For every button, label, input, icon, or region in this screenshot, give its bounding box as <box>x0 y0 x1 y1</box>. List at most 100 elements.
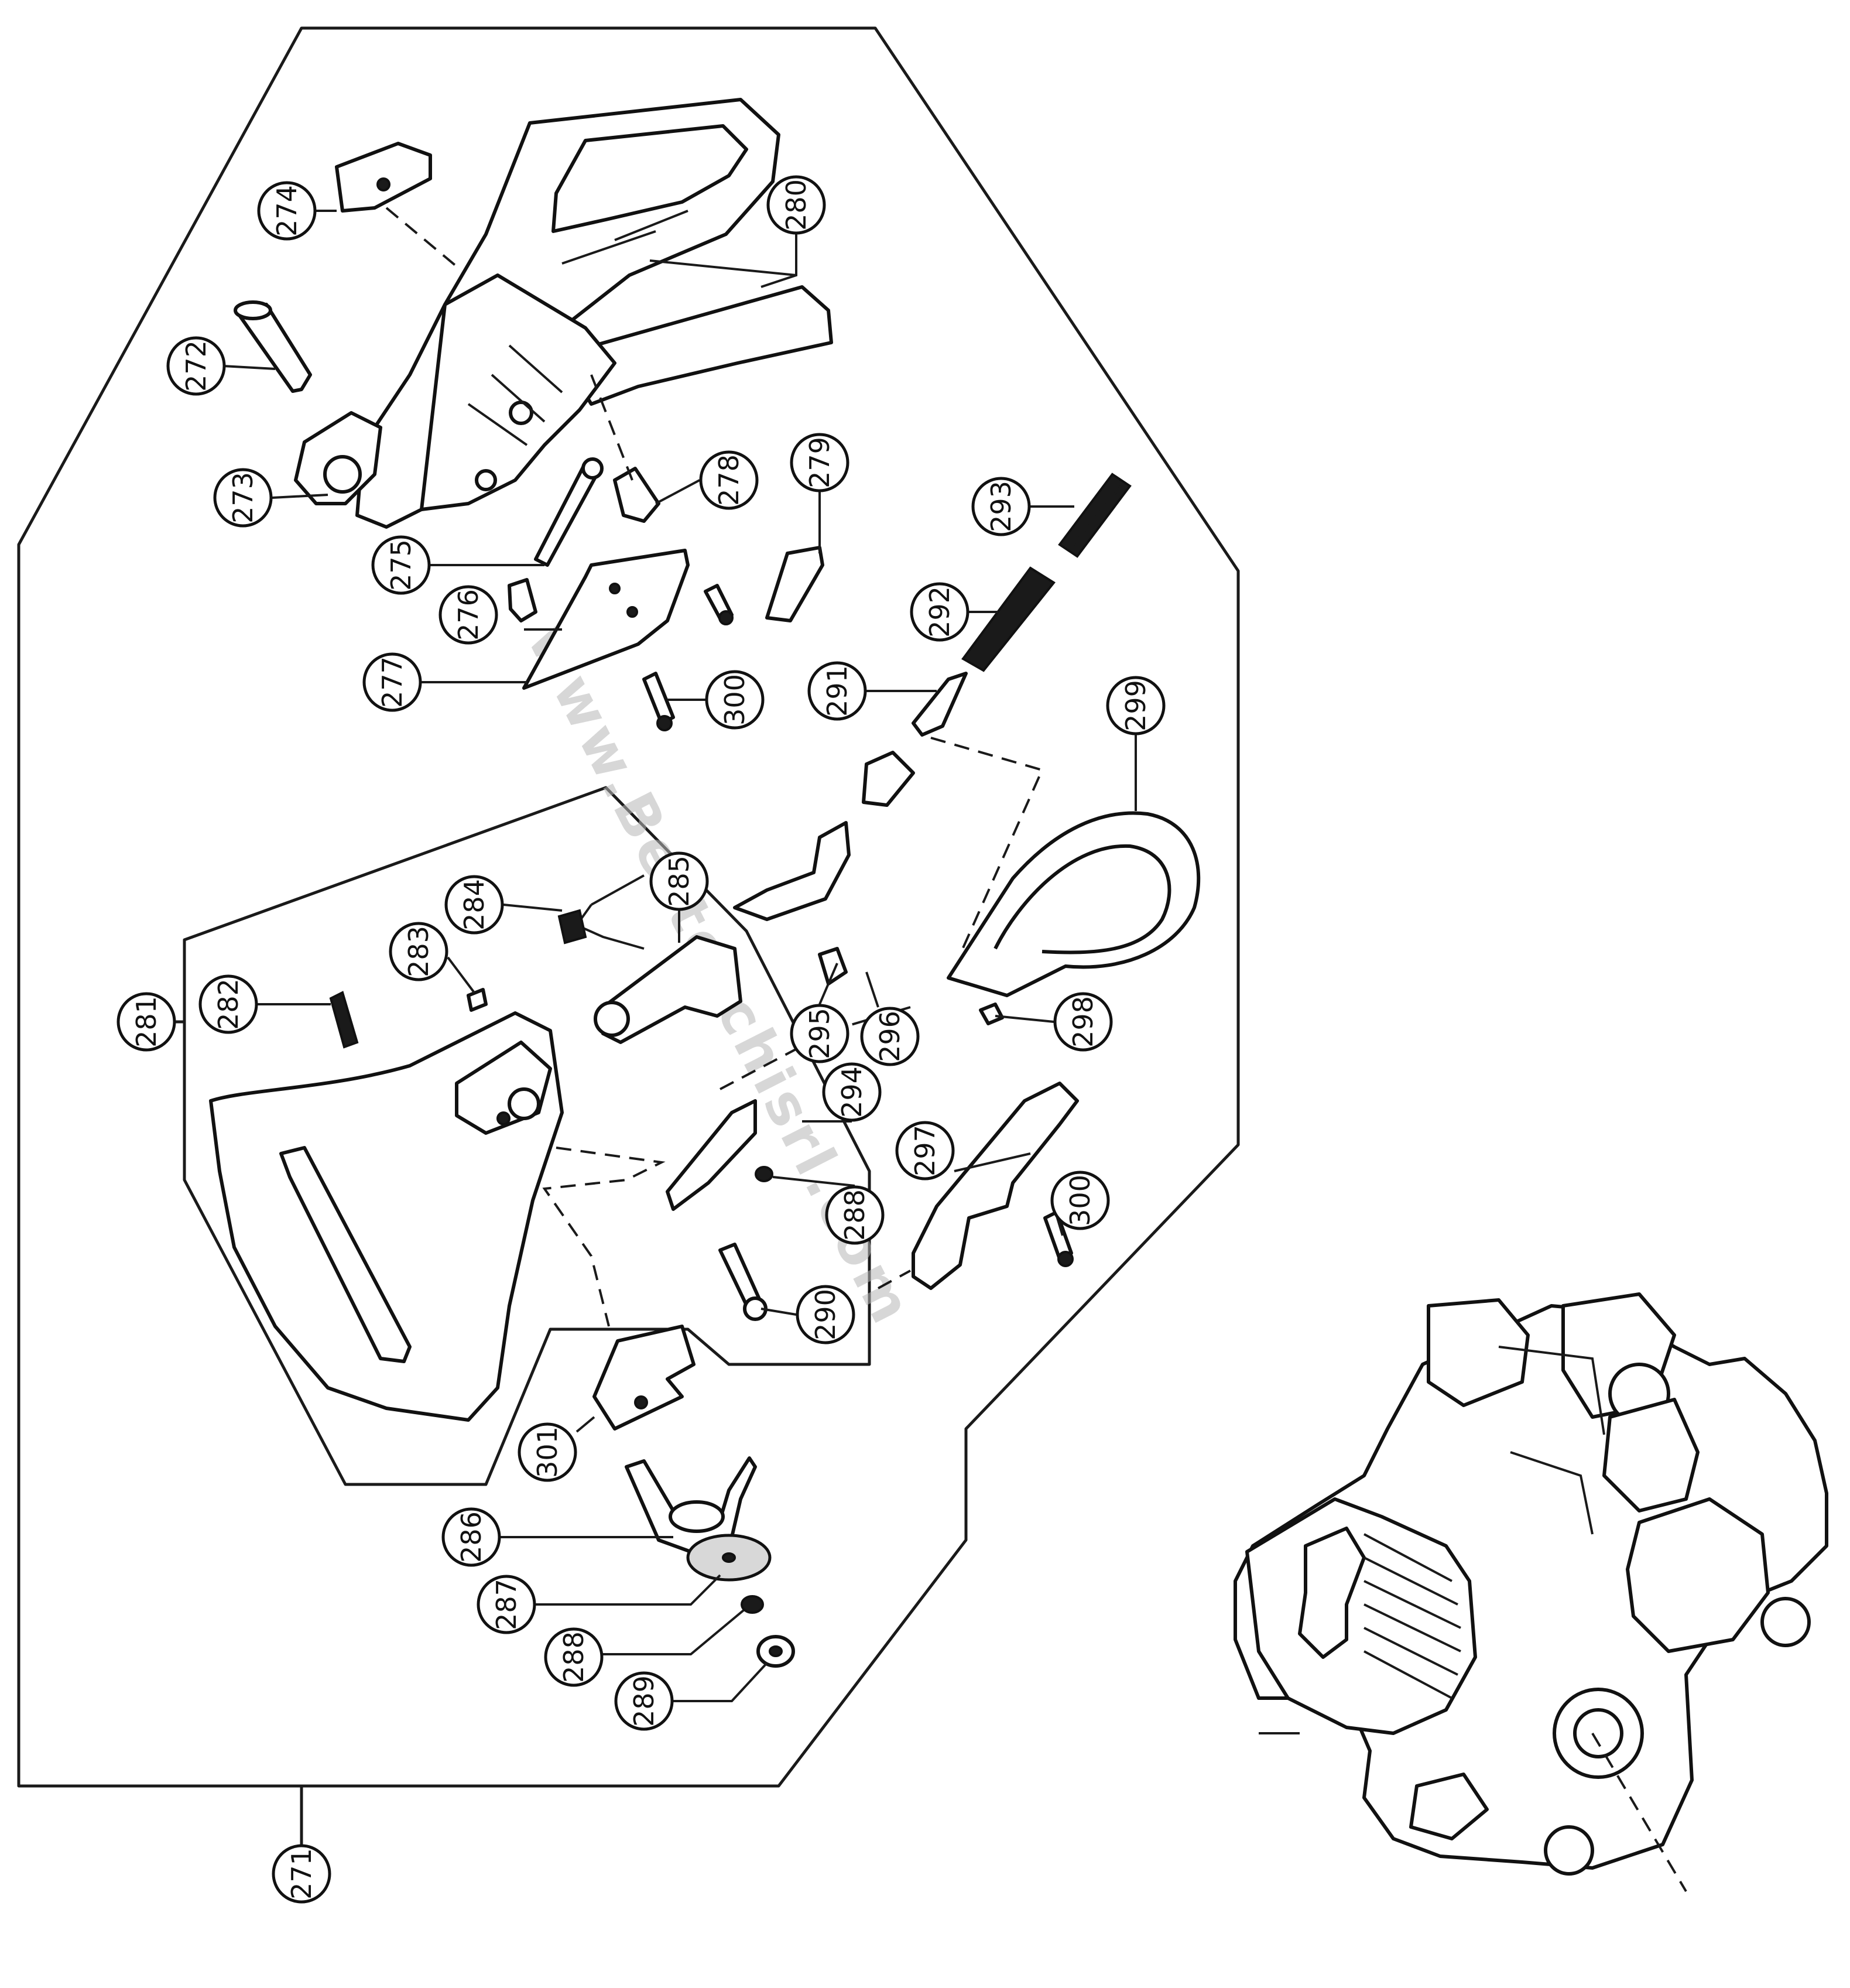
callout-288a: 288 <box>825 1185 885 1245</box>
svg-text:300: 300 <box>719 674 751 726</box>
part-284-spring <box>557 874 645 950</box>
callout-288b: 288 <box>544 1627 604 1687</box>
callout-279: 279 <box>790 433 849 492</box>
callout-278: 278 <box>699 450 759 510</box>
spring-293 <box>1058 473 1132 558</box>
callout-280: 280 <box>766 175 826 235</box>
callout-297: 297 <box>895 1121 955 1181</box>
part-272-pin <box>234 300 312 393</box>
svg-text:274: 274 <box>271 185 303 237</box>
svg-text:300: 300 <box>1064 1175 1096 1226</box>
part-286-torsion-spring <box>625 1456 757 1554</box>
part-282-spring <box>329 991 359 1049</box>
front-handguard-281 <box>209 1011 564 1422</box>
spring-292 <box>961 566 1056 672</box>
svg-text:282: 282 <box>213 978 244 1030</box>
part-291-link <box>912 672 968 737</box>
subassembly-boundary-281 <box>174 786 871 1486</box>
callout-296: 296 <box>860 1007 920 1066</box>
svg-text:294: 294 <box>836 1066 868 1118</box>
svg-text:291: 291 <box>821 665 853 717</box>
assembly-boundary-271 <box>17 26 1240 1846</box>
screw-300-lower <box>1043 1210 1074 1267</box>
callout-300a: 300 <box>705 670 765 730</box>
callout-291: 291 <box>807 661 867 721</box>
part-298-pin <box>979 1002 1004 1025</box>
callouts: 274 280 272 273 278 279 275 276 277 300 … <box>117 175 1166 1904</box>
part-289-bush <box>756 1635 795 1668</box>
callout-272: 272 <box>166 336 226 396</box>
callout-276: 276 <box>438 585 498 645</box>
svg-text:280: 280 <box>780 179 812 231</box>
part-290-screw <box>718 1243 768 1321</box>
svg-text:287: 287 <box>491 1579 522 1630</box>
svg-text:298: 298 <box>1067 996 1099 1048</box>
part-288-clip-b <box>755 1166 773 1182</box>
svg-text:289: 289 <box>628 1675 660 1727</box>
svg-text:278: 278 <box>713 454 745 506</box>
part-287-washer <box>686 1534 772 1582</box>
callout-292: 292 <box>910 582 969 642</box>
svg-text:285: 285 <box>663 856 695 907</box>
svg-text:288: 288 <box>839 1189 871 1241</box>
svg-text:293: 293 <box>985 481 1017 532</box>
svg-text:292: 292 <box>924 586 955 638</box>
brake-linkage <box>666 751 915 1211</box>
svg-text:286: 286 <box>455 1511 487 1563</box>
callout-286: 286 <box>441 1507 501 1567</box>
brake-band-299 <box>947 811 1201 997</box>
part-288-clip <box>741 1595 764 1614</box>
callout-293: 293 <box>971 477 1031 536</box>
svg-text:301: 301 <box>532 1426 563 1478</box>
callout-282: 282 <box>198 974 258 1034</box>
callout-283: 283 <box>389 922 448 981</box>
part-279-plate <box>765 546 824 622</box>
svg-text:288: 288 <box>558 1631 590 1683</box>
svg-text:297: 297 <box>909 1125 941 1176</box>
leader-lines <box>222 205 1137 1702</box>
part-277-plate <box>522 549 690 690</box>
part-278-bush <box>613 467 660 523</box>
callout-284: 284 <box>444 875 504 935</box>
part-283-clip <box>467 988 488 1012</box>
svg-text:290: 290 <box>810 1289 841 1340</box>
part-276-nut <box>508 578 537 622</box>
callout-281: 281 <box>117 992 176 1052</box>
screw-300-upper <box>642 584 734 731</box>
part-297-lever <box>912 1082 1079 1290</box>
callout-300b: 300 <box>1050 1171 1110 1230</box>
callout-277: 277 <box>362 652 422 712</box>
svg-text:271: 271 <box>286 1848 317 1900</box>
svg-text:295: 295 <box>804 1008 835 1059</box>
callout-275: 275 <box>371 535 431 595</box>
engine-crankcase-illustration <box>1234 1292 1828 1893</box>
callout-274: 274 <box>257 181 317 241</box>
svg-text:273: 273 <box>227 472 259 523</box>
rear-handle-part <box>294 98 833 529</box>
callout-299: 299 <box>1106 676 1166 735</box>
svg-text:281: 281 <box>131 996 162 1048</box>
callout-289: 289 <box>614 1671 674 1731</box>
svg-text:275: 275 <box>385 539 417 591</box>
svg-text:279: 279 <box>804 437 835 488</box>
callout-294: 294 <box>822 1062 882 1122</box>
callout-290: 290 <box>796 1285 855 1344</box>
part-274-block <box>335 142 432 213</box>
svg-text:284: 284 <box>458 879 490 930</box>
svg-text:283: 283 <box>403 926 434 977</box>
callout-273: 273 <box>213 468 273 528</box>
svg-text:276: 276 <box>453 589 484 641</box>
svg-text:277: 277 <box>376 656 408 708</box>
callout-301: 301 <box>518 1422 577 1482</box>
svg-text:272: 272 <box>180 340 212 392</box>
callout-295: 295 <box>790 1004 849 1063</box>
part-301-plate <box>592 1325 696 1431</box>
part-275-rod <box>534 457 604 567</box>
callout-298: 298 <box>1053 992 1113 1052</box>
part-285-arm <box>594 935 742 1044</box>
callout-285: 285 <box>649 851 709 911</box>
svg-text:299: 299 <box>1120 680 1152 731</box>
callout-287: 287 <box>477 1575 536 1634</box>
svg-text:296: 296 <box>874 1011 906 1062</box>
